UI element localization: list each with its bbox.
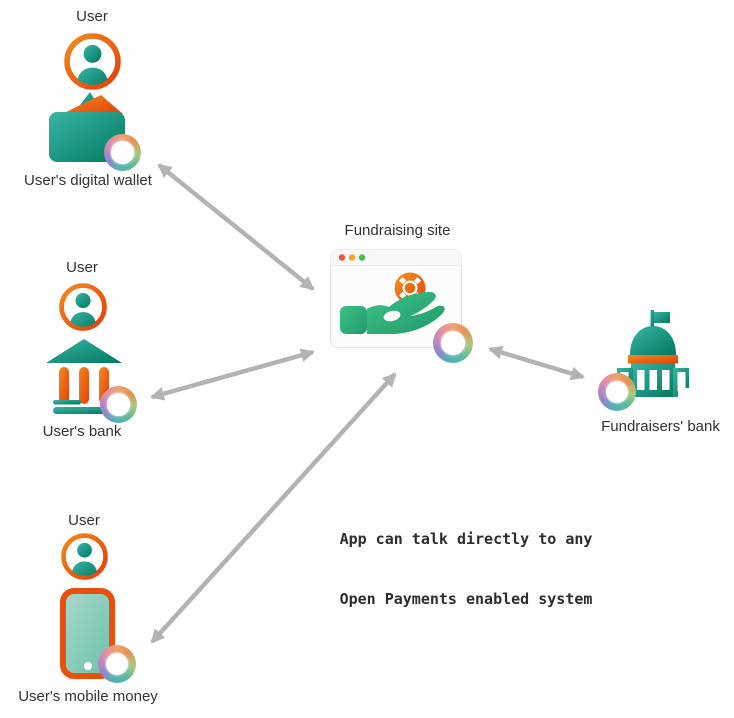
user-icon bbox=[61, 533, 108, 580]
mobile-caption: User's mobile money bbox=[18, 688, 158, 705]
arrow-bank-to-fundraising bbox=[150, 348, 315, 401]
bank-user-label: User bbox=[66, 259, 98, 276]
arrow-wallet-to-fundraising bbox=[157, 163, 315, 291]
open-payments-ring-icon bbox=[100, 386, 137, 423]
open-payments-ring-icon bbox=[104, 134, 141, 171]
annotation-line-2: Open Payments enabled system bbox=[339, 590, 593, 608]
bank-caption: User's bank bbox=[42, 423, 122, 440]
user-icon bbox=[59, 283, 107, 331]
open-payments-ring-icon bbox=[598, 373, 636, 411]
fundraising-site-label: Fundraising site bbox=[344, 222, 451, 239]
open-payments-ring-icon bbox=[433, 323, 473, 363]
annotation-line-1: App can talk directly to any bbox=[339, 530, 593, 548]
wallet-user-label: User bbox=[76, 8, 108, 25]
mobile-user-label: User bbox=[68, 512, 100, 529]
user-icon bbox=[64, 33, 121, 90]
arrow-mobile-to-fundraising bbox=[150, 372, 397, 644]
fundraisers-bank-caption: Fundraisers' bank bbox=[601, 418, 720, 435]
wallet-caption: User's digital wallet bbox=[24, 172, 152, 189]
arrow-fundraising-to-fundraisers-bank bbox=[488, 345, 585, 381]
open-payments-ring-icon bbox=[98, 645, 136, 683]
annotation-text: App can talk directly to any Open Paymen… bbox=[318, 489, 614, 649]
